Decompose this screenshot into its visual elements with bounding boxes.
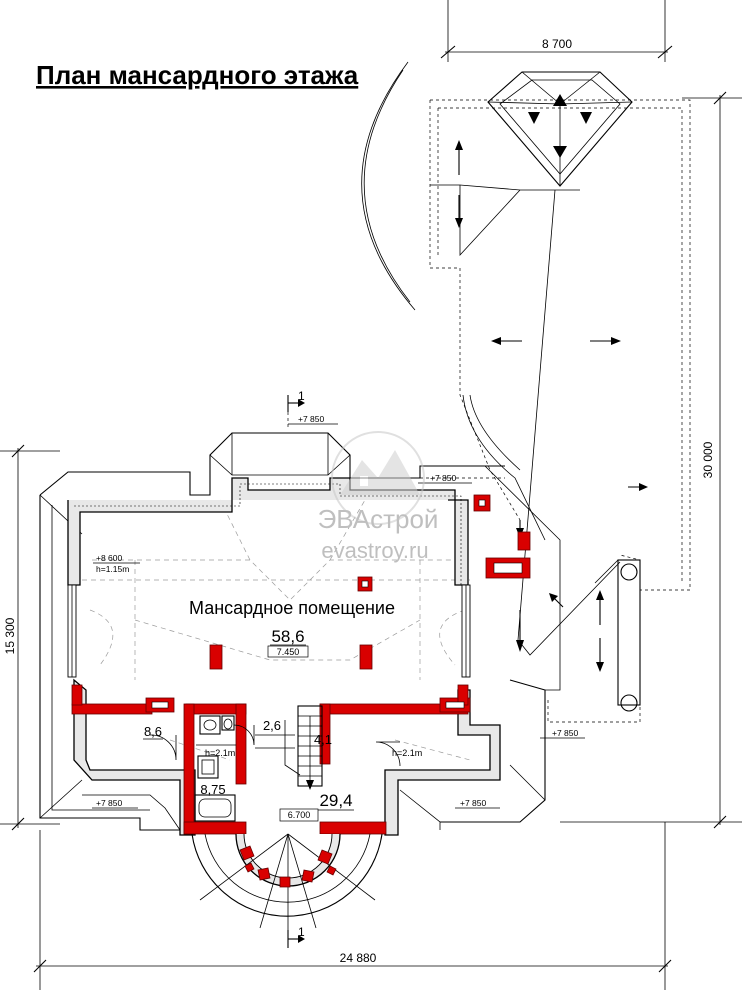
terrace-arc-outer [361,61,416,311]
section-mark-top: 1 [298,389,305,403]
balcony-columns [594,559,641,712]
staircase [255,705,323,790]
dimension-lines [0,0,742,990]
level-roof-top: +7 850 [298,414,325,424]
exterior-walls [67,477,501,836]
terrace-arc-inner [363,69,411,303]
room-name-main: Мансардное помещение [189,598,395,618]
level-roof-mid: +7 850 [430,473,457,483]
height-room: h=2.1m [392,748,422,758]
level-ridge-left: +8 600 [96,553,123,563]
dimension-top-width: 8 700 [542,37,572,51]
level-roof-right: +7 850 [552,728,579,738]
room-area-main: 58,6 [271,627,304,646]
room-level-hall: 6.700 [288,810,311,820]
chimney-openings [151,499,523,709]
watermark-logo [331,431,425,525]
bathroom-fixtures [194,715,236,822]
dimension-bottom-width: 24 880 [340,951,377,965]
drawing-title: План мансардного этажа [36,60,359,90]
room-level-main: 7.450 [277,647,300,657]
watermark-brand: ЭВАстрой [318,504,439,534]
level-roof-bottom-right: +7 850 [460,798,487,808]
dimension-right-length: 30 000 [701,441,715,478]
hip-roof-peak [487,71,633,187]
room-area-left: 8,6 [144,724,162,739]
room-area-stair: 4,1 [314,732,332,747]
room-area-hall: 2,6 [263,718,281,733]
section-mark-bottom: 1 [298,925,305,939]
room-area-bath: 8,75 [200,782,225,797]
height-bath: h=2.1m [205,748,235,758]
section-markers [287,395,305,948]
round-tower [191,833,383,930]
height-left: h=1.15m [96,564,129,574]
level-roof-bottom-left: +7 850 [96,798,123,808]
room-area-right: 29,4 [319,791,352,810]
watermark-site: evastroy.ru [321,538,428,563]
house-roof-outline [39,432,561,831]
roof-slope-arrows [455,140,648,672]
level-mark-lines [92,423,585,809]
doors [149,724,401,767]
dimension-left-height: 15 300 [3,617,17,654]
windows [67,584,471,678]
